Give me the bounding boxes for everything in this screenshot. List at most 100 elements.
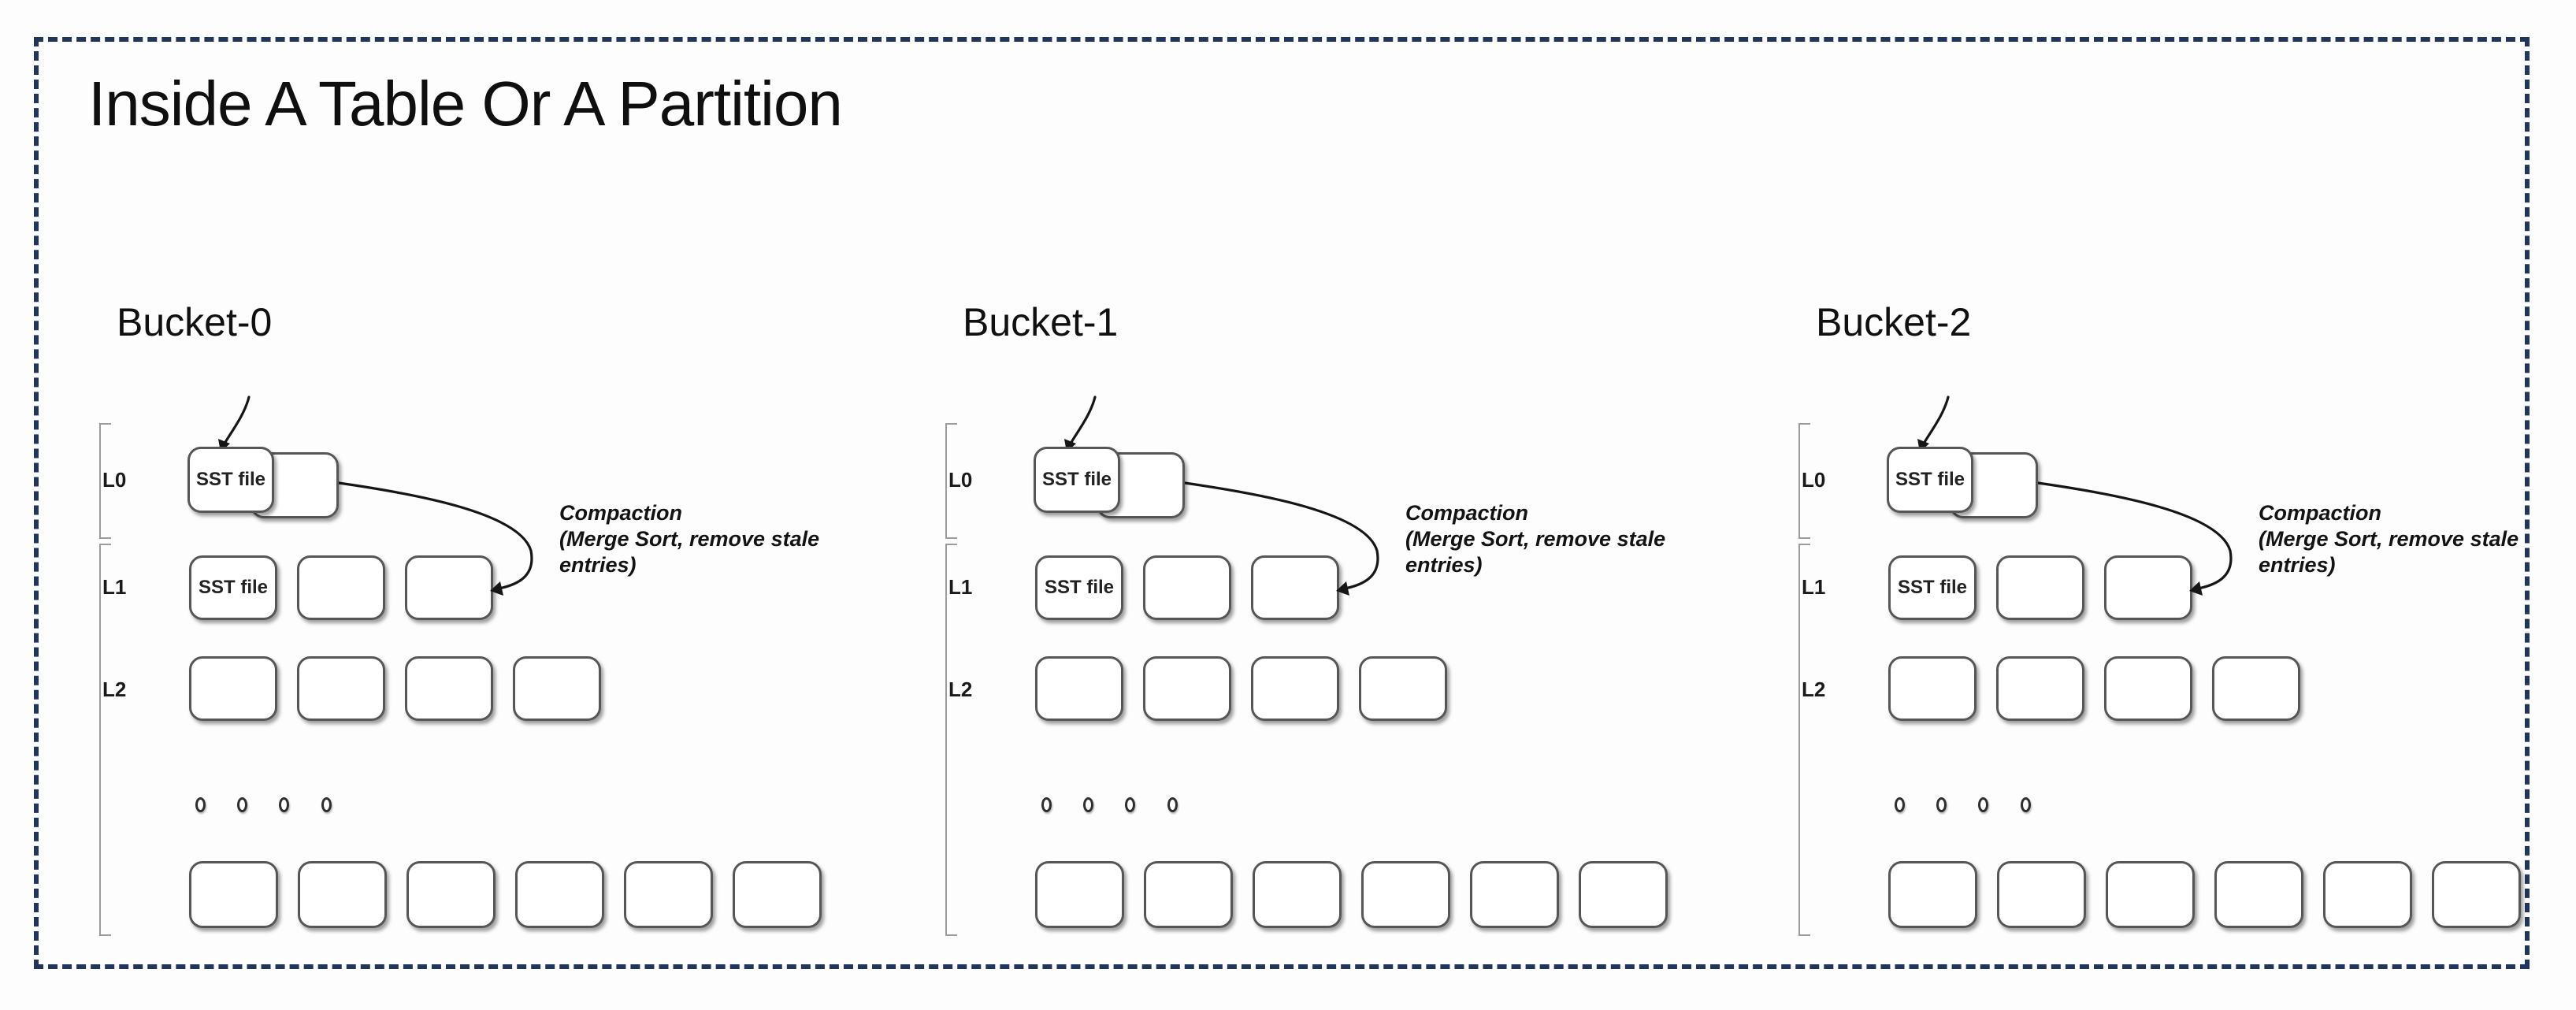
sst-box [1888,656,1977,721]
sst-box [2212,656,2300,721]
sst-file-label: SST file [1044,577,1115,598]
sst-file-box: SST file [1888,555,1977,620]
ellipsis-dot [1041,797,1052,812]
sst-box [2104,656,2192,721]
sst-box [251,452,339,518]
sst-box [1253,861,1342,928]
sst-box [1997,861,2086,928]
sst-box [1144,861,1233,928]
compaction-annotation-line: Compaction [559,501,683,525]
sst-box [2432,861,2521,928]
level-row-l0: SST file [939,291,1695,953]
level-row-l1: SST file [939,291,1695,953]
compaction-annotation: Compaction (Merge Sort, remove stale ent… [2259,500,2518,578]
bottom-level-row [93,291,849,953]
sst-box [297,656,385,721]
sst-box [405,656,493,721]
ellipsis-dot [1895,797,1905,812]
sst-file-label: SST file [1897,577,1968,598]
sst-file-box: SST file [1035,555,1123,620]
bottom-level-row [1792,291,2548,953]
sst-box [189,656,277,721]
ellipsis-dot [1978,797,1988,812]
ellipsis-dots [1792,291,2548,953]
sst-file-label: SST file [1895,469,1965,490]
sst-box [1996,656,2084,721]
level-bracket-lower [1798,544,1810,936]
ellipsis-dot [1936,797,1947,812]
incoming-sst-arrow [1064,395,1097,452]
dashed-frame [34,37,2530,969]
sst-box [406,861,496,928]
level-bracket-l0 [99,423,111,539]
sst-box [1097,452,1185,518]
incoming-sst-arrow [218,395,251,452]
sst-box [298,861,387,928]
level-label-l2: L2 [1802,678,1826,701]
page-title: Inside A Table Or A Partition [88,69,843,139]
bucket: Bucket-0 L0 L1 L2 SST file SST file Comp… [93,291,849,953]
compaction-arrow [2036,481,2233,596]
level-row-l1: SST file [93,291,849,953]
incoming-sst-arrow [1917,395,1950,452]
ellipsis-dot [1167,797,1178,812]
sst-box [1035,656,1123,721]
sst-box [2214,861,2303,928]
sst-box [1361,861,1450,928]
sst-box [1579,861,1668,928]
ellipsis-dot [195,797,206,812]
bucket: Bucket-2 L0 L1 L2 SST file SST file Comp… [1792,291,2548,953]
compaction-annotation-line: (Merge Sort, remove stale [559,527,820,551]
sst-box [2323,861,2412,928]
level-bracket-lower [945,544,957,936]
sst-box [1888,861,1977,928]
bottom-level-row [939,291,1695,953]
ellipsis-dot [237,797,247,812]
ellipsis-dot [2021,797,2031,812]
sst-file-label: SST file [195,469,266,490]
level-label-l2: L2 [948,678,973,701]
level-label-l2: L2 [102,678,127,701]
level-row-l2 [939,291,1695,953]
level-row-l2 [93,291,849,953]
level-label-l1: L1 [102,575,127,599]
level-label-l1: L1 [1802,575,1826,599]
sst-box [1950,452,2038,518]
ellipsis-dot [279,797,289,812]
bucket-label: Bucket-1 [963,300,1119,344]
sst-box [733,861,822,928]
compaction-annotation-line: (Merge Sort, remove stale [2259,527,2519,551]
sst-box [624,861,713,928]
level-bracket-l0 [945,423,957,539]
compaction-annotation: Compaction (Merge Sort, remove stale ent… [1405,500,1665,578]
sst-box [1143,656,1231,721]
ellipsis-dot [321,797,332,812]
ellipsis-dots [93,291,849,953]
level-label-l0: L0 [948,468,973,492]
level-row-l2 [1792,291,2548,953]
level-label-l0: L0 [102,468,127,492]
sst-file-label: SST file [1041,469,1112,490]
ellipsis-dots [939,291,1695,953]
sst-file-box: SST file [189,555,277,620]
compaction-annotation-line: Compaction [1405,501,1529,525]
compaction-annotation: Compaction (Merge Sort, remove stale ent… [559,500,819,578]
level-row-l0: SST file [1792,291,2548,953]
level-row-l0: SST file [93,291,849,953]
compaction-annotation-line: entries) [1405,553,1483,577]
ellipsis-dot [1083,797,1093,812]
sst-box [513,656,601,721]
sst-box [189,861,278,928]
compaction-annotation-line: entries) [2259,553,2336,577]
level-bracket-l0 [1798,423,1810,539]
sst-box [2106,861,2195,928]
sst-box [1035,861,1124,928]
sst-box [1470,861,1559,928]
bucket-label: Bucket-2 [1816,300,1972,344]
sst-box [515,861,604,928]
sst-box [1251,656,1339,721]
bucket-label: Bucket-0 [117,300,273,344]
compaction-annotation-line: Compaction [2259,501,2382,525]
compaction-arrow [1183,481,1379,596]
